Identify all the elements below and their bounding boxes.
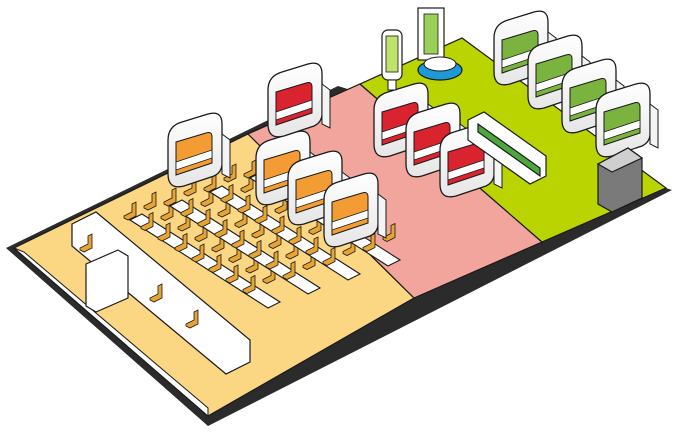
chair — [231, 229, 245, 249]
chair — [254, 204, 268, 224]
chair — [271, 215, 285, 235]
chair — [265, 250, 279, 270]
furniture-layer — [79, 7, 659, 329]
chair — [163, 187, 177, 207]
chair — [123, 201, 137, 221]
grey-cabinet-top — [596, 147, 644, 173]
chair — [220, 183, 234, 203]
chair — [203, 173, 217, 193]
chair — [214, 218, 228, 238]
front-left-wall — [13, 247, 209, 418]
orange-pod — [167, 112, 231, 188]
kiosk — [417, 7, 463, 81]
chair — [140, 211, 154, 231]
counter-chair — [149, 283, 163, 303]
serving-cabinet — [85, 249, 129, 313]
chair — [240, 173, 254, 193]
chair — [248, 239, 262, 259]
standing-sign — [381, 29, 403, 91]
chair — [217, 198, 231, 218]
chair — [197, 208, 211, 228]
green-pod — [595, 82, 659, 158]
chair — [143, 191, 157, 211]
chair — [208, 253, 222, 273]
counter-chair — [79, 233, 93, 253]
chair — [157, 222, 171, 242]
chair — [174, 232, 188, 252]
display-counter-top — [477, 122, 541, 178]
chair — [242, 274, 256, 294]
chair — [225, 264, 239, 284]
chair — [237, 194, 251, 214]
chair — [191, 243, 205, 263]
chair — [288, 225, 302, 245]
counter-chair — [185, 309, 199, 329]
chair — [322, 246, 336, 266]
chair — [223, 163, 237, 183]
chair — [180, 197, 194, 217]
chair — [177, 212, 191, 232]
orange-pod — [323, 172, 387, 248]
chair — [305, 236, 319, 256]
chair — [200, 187, 214, 207]
chair — [282, 260, 296, 280]
chair — [160, 201, 174, 221]
chair — [362, 232, 376, 252]
red-pod — [267, 62, 331, 138]
